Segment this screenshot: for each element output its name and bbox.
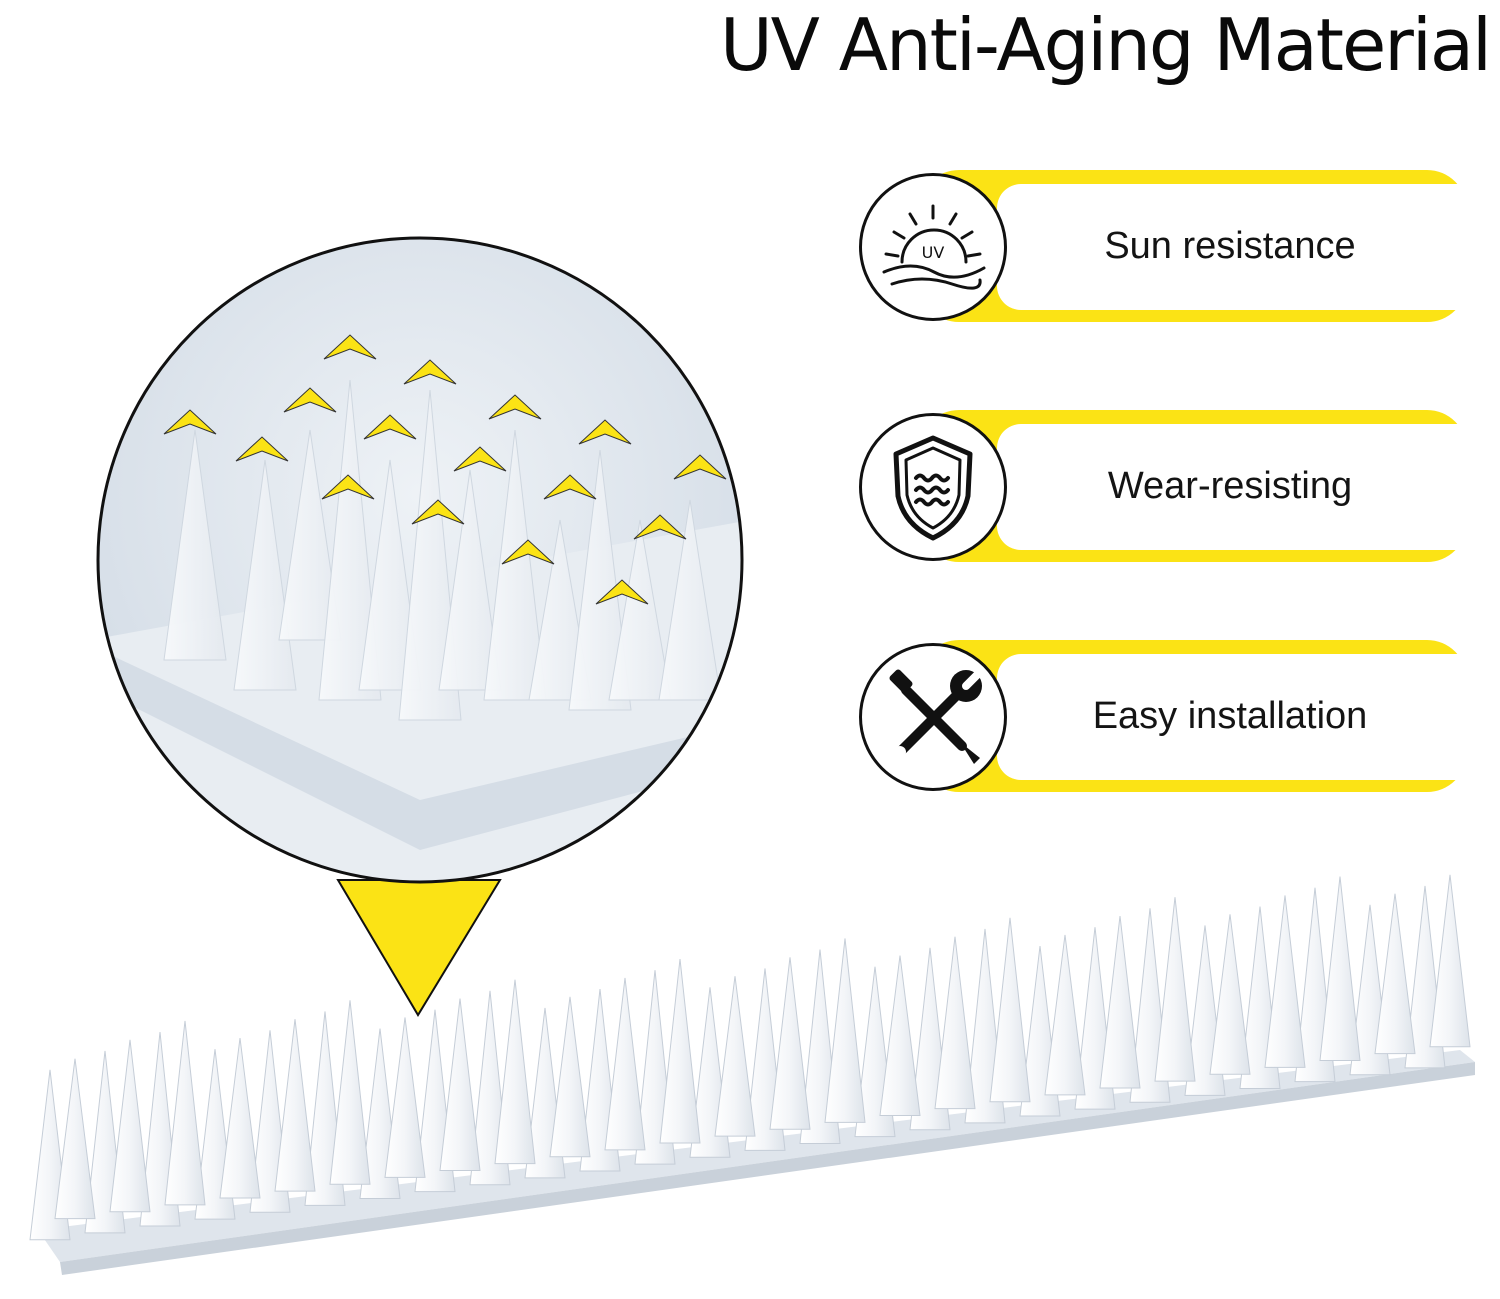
- spike: [278, 429, 342, 641]
- spike: [1264, 895, 1306, 1068]
- spike: [1374, 893, 1416, 1055]
- wavy-shield-icon: [859, 413, 1007, 561]
- spike: [109, 1039, 151, 1213]
- spike: [879, 955, 921, 1116]
- arrow-marker: [323, 334, 377, 360]
- arrow-marker: [453, 446, 507, 472]
- feature-label: Sun resistance: [1104, 225, 1356, 267]
- arrow-marker: [633, 514, 687, 540]
- feature-label: Easy installation: [1092, 695, 1368, 737]
- bird-spike-strip: [29, 874, 1475, 1275]
- spike: [384, 1017, 426, 1178]
- feature-pill: [919, 410, 1500, 562]
- spike: [1209, 914, 1251, 1075]
- arrow-marker: [235, 436, 289, 462]
- spike: [1319, 876, 1361, 1061]
- arrow-marker: [501, 539, 555, 565]
- spike: [1044, 934, 1086, 1096]
- feature-sun-resistance: Sun resistance UV: [855, 170, 1500, 322]
- arrow-marker: [595, 579, 649, 605]
- spike: [163, 429, 227, 661]
- spike: [318, 379, 382, 701]
- page-title: UV Anti-Aging Material: [719, 3, 1492, 87]
- arrow-marker: [283, 387, 337, 413]
- arrow-marker: [488, 394, 542, 420]
- arrow-marker: [543, 474, 597, 500]
- spike: [934, 936, 976, 1110]
- spike: [769, 957, 811, 1130]
- feature-wear-resisting: Wear-resisting: [855, 410, 1500, 562]
- spike: [989, 917, 1031, 1103]
- uv-icon-text: UV: [922, 243, 945, 262]
- spike: [659, 958, 701, 1144]
- feature-easy-installation: Easy installation: [855, 640, 1500, 792]
- spike: [358, 459, 422, 691]
- spike: [568, 449, 632, 711]
- arrow-marker: [578, 419, 632, 445]
- wrench-screwdriver-icon: [859, 643, 1007, 791]
- spike: [608, 519, 672, 701]
- spike: [398, 389, 462, 721]
- feature-pill: [919, 170, 1500, 322]
- spike: [483, 429, 547, 701]
- zoom-lens: [98, 238, 742, 882]
- spike: [658, 499, 722, 701]
- spike: [54, 1058, 96, 1220]
- spike: [164, 1020, 206, 1206]
- spike: [1099, 915, 1141, 1089]
- spike: [274, 1019, 316, 1192]
- spike: [604, 977, 646, 1151]
- spike: [824, 938, 866, 1123]
- feature-pill: [919, 640, 1500, 792]
- spike: [549, 996, 591, 1158]
- spike: [1154, 897, 1196, 1082]
- arrow-marker: [403, 359, 457, 385]
- spike: [219, 1037, 261, 1199]
- spike: [438, 469, 502, 691]
- arrow-marker: [163, 409, 217, 435]
- spike: [329, 1000, 371, 1185]
- spike: [494, 979, 536, 1165]
- arrow-marker: [673, 454, 727, 480]
- feature-label: Wear-resisting: [1107, 465, 1353, 507]
- arrow-marker: [411, 499, 465, 525]
- zoom-pointer: [336, 879, 502, 1017]
- spike: [439, 998, 481, 1171]
- arrow-marker: [363, 414, 417, 440]
- spike: [1429, 874, 1471, 1048]
- spike: [714, 976, 756, 1137]
- uv-sun-icon: UV: [859, 173, 1007, 321]
- arrow-marker: [321, 474, 375, 500]
